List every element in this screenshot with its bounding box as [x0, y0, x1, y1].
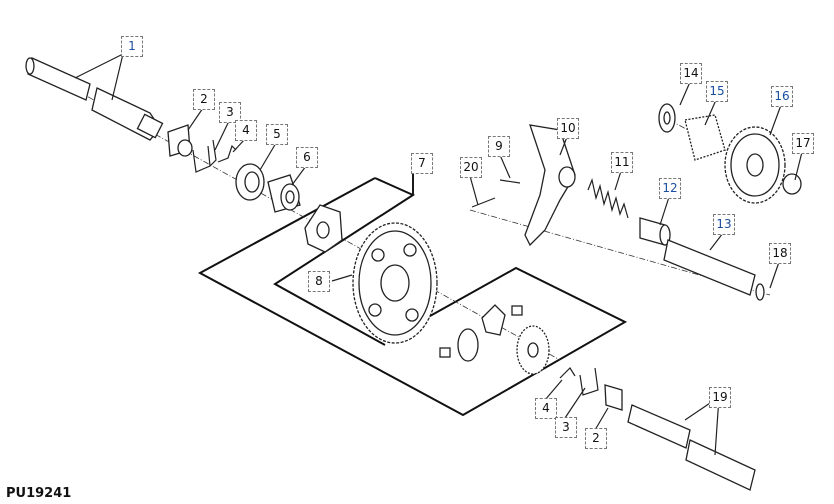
- callout-16[interactable]: 16: [771, 86, 793, 107]
- callout-5[interactable]: 5: [266, 124, 288, 145]
- callout-9[interactable]: 9: [488, 136, 510, 157]
- set-screw: [471, 197, 496, 208]
- snap-ring: [755, 283, 765, 301]
- callout-4-lower[interactable]: 4: [535, 398, 557, 419]
- shim-upper: [192, 139, 217, 173]
- callout-19[interactable]: 19: [709, 387, 731, 408]
- callout-6[interactable]: 6: [296, 147, 318, 168]
- leader-lines: [74, 53, 803, 456]
- callout-14[interactable]: 14: [680, 63, 702, 84]
- shift-fork: [524, 124, 576, 247]
- ring-gear: [352, 222, 438, 344]
- roll-pin: [499, 179, 521, 184]
- clip-upper: [217, 144, 237, 163]
- nut: [782, 173, 802, 195]
- axle-shaft-right: [627, 404, 756, 491]
- callout-10[interactable]: 10: [557, 118, 579, 139]
- shift-shaft: [663, 239, 756, 296]
- callout-11[interactable]: 11: [611, 152, 633, 173]
- callout-12[interactable]: 12: [659, 178, 681, 199]
- callout-1[interactable]: 1: [121, 36, 143, 57]
- figure-id: PU19241: [6, 486, 72, 501]
- bearing-flange-upper: [167, 124, 193, 157]
- sleeve: [639, 217, 671, 246]
- pinion-shaft: [684, 114, 726, 161]
- bevel-gear-upper: [304, 204, 343, 253]
- clip-lower: [559, 367, 576, 379]
- callout-18[interactable]: 18: [769, 243, 791, 264]
- callout-2[interactable]: 2: [193, 89, 215, 110]
- coupling: [235, 163, 265, 201]
- callout-2-lower[interactable]: 2: [585, 428, 607, 449]
- bearing: [658, 103, 676, 133]
- gear: [724, 126, 786, 204]
- callout-4[interactable]: 4: [235, 120, 257, 141]
- callout-15[interactable]: 15: [706, 81, 728, 102]
- callout-3[interactable]: 3: [219, 102, 241, 123]
- callout-17[interactable]: 17: [792, 133, 814, 154]
- bearing-flange-lower: [604, 384, 623, 411]
- shim-lower: [579, 367, 599, 396]
- differential-pinions: [439, 304, 550, 375]
- spring: [587, 177, 629, 219]
- callout-8[interactable]: 8: [308, 271, 330, 292]
- callout-7[interactable]: 7: [411, 153, 433, 174]
- axle-shaft-left: [25, 57, 164, 141]
- callout-13[interactable]: 13: [713, 214, 735, 235]
- axis-line: [469, 209, 771, 296]
- callout-20[interactable]: 20: [460, 157, 482, 178]
- callout-3-lower[interactable]: 3: [555, 417, 577, 438]
